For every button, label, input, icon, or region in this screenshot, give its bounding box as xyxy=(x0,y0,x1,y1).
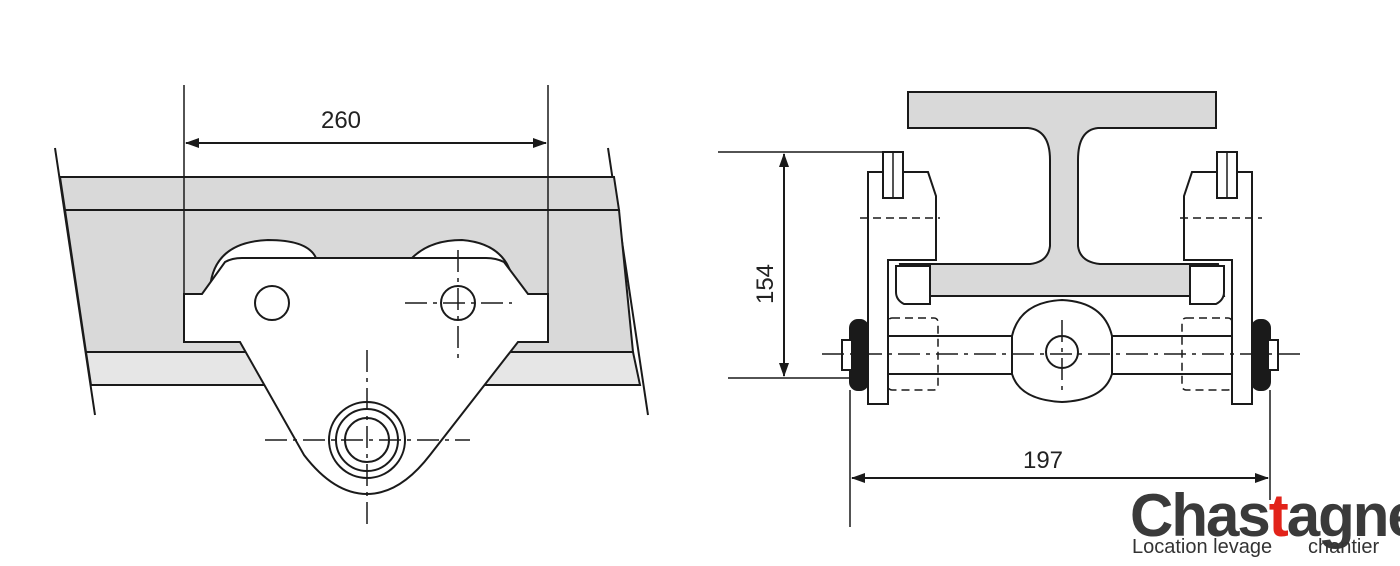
front-side-plate-right xyxy=(1183,171,1253,405)
front-side-plate-left xyxy=(867,171,937,405)
axle-washer-right xyxy=(1267,339,1279,371)
dimension-260-label: 260 xyxy=(321,107,361,134)
logo-wordmark: Chastagner xyxy=(1130,482,1400,549)
i-beam-section xyxy=(898,91,1226,297)
front-wheel-left xyxy=(895,265,931,305)
dimension-197-label: 197 xyxy=(1023,447,1063,474)
front-view xyxy=(718,91,1305,527)
front-centerlines xyxy=(822,320,1305,394)
axle-washer-left xyxy=(841,339,853,371)
front-wheel-right xyxy=(1189,265,1225,305)
side-centerlines xyxy=(265,250,512,528)
bolt-hole-left xyxy=(254,285,290,321)
dimension-154-label: 154 xyxy=(752,264,779,304)
beam-top-flange xyxy=(58,176,621,211)
logo-tagline-left: Location levage xyxy=(1132,536,1272,558)
logo-tagline-right: chantier xyxy=(1308,536,1379,558)
logo-accent-letter: t xyxy=(1269,482,1289,549)
brand-logo: Chastagner Location levage chantier xyxy=(1130,482,1400,558)
side-view xyxy=(54,85,649,528)
